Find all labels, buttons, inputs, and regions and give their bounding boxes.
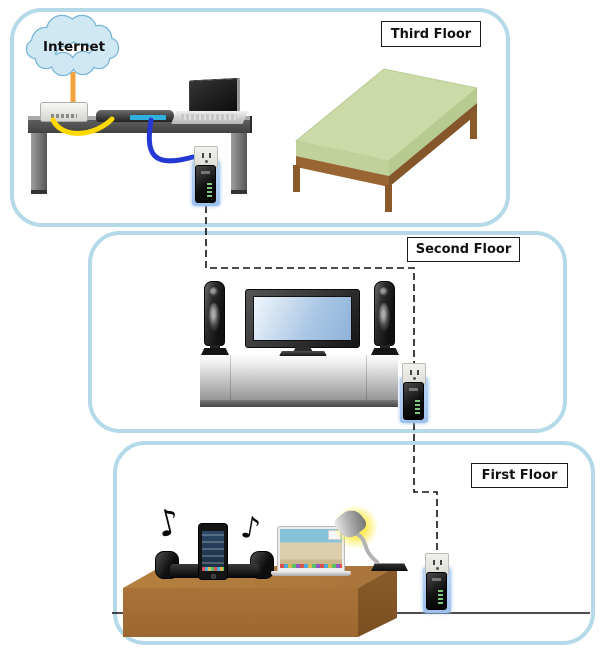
speaker-tweeter [209,287,219,297]
outlet-slot [410,370,412,375]
first-floor-label: First Floor [471,463,568,488]
console-plinth [200,400,398,407]
flat-screen-tv [245,289,360,348]
laptop-base-first-floor [271,571,351,576]
outlet-ground-hole [205,160,208,163]
outlet-ground-hole [413,377,416,380]
first-floor-panel [113,441,595,645]
third-floor-label: Third Floor [381,21,481,47]
powerline-adapter-third-floor [192,146,220,208]
adapter-logo [201,171,210,174]
iphone-app-dock [202,567,224,571]
office-desk-leg-right [231,133,247,194]
speaker-base [201,348,229,355]
second-floor-label: Second Floor [407,237,520,262]
media-console [200,355,398,407]
powerline-adapter-second-floor [400,363,428,425]
modem-vents [51,114,77,118]
desk-lamp-base [371,563,408,571]
tower-speaker-left [201,281,229,355]
iphone-on-dock [198,523,228,580]
speaker-woofer [378,303,390,331]
outlet-slot [209,153,211,158]
speaker-woofer [208,303,220,331]
iphone-screen [202,531,224,571]
adapter-logo [432,578,441,581]
adapter-status-leds [207,183,212,197]
iphone-home-button [211,574,216,579]
adapter-body [403,382,424,420]
console-seam [366,355,367,400]
speaker-tweeter [379,287,389,297]
speaker-base [371,348,399,355]
adapter-logo [409,388,418,391]
office-desk-leg-left [31,133,47,194]
tv-screen [253,296,352,341]
adapter-status-leds [438,590,443,604]
tower-speaker-right [371,281,399,355]
third-floor-label-text: Third Floor [390,26,472,42]
outlet-slot [440,560,442,565]
laptop-keyboard [181,114,237,120]
console-seam [230,355,231,400]
wireless-router [96,110,174,122]
outlet-slot [417,370,419,375]
wooden-desk-front [123,588,358,637]
laptop-app-dock [280,564,342,568]
adapter-body [426,572,447,610]
router-ports [130,115,166,120]
outlet-ground-hole [436,567,439,570]
laptop-base-third-floor [171,111,248,124]
powerline-adapter-first-floor [423,553,451,615]
adapter-status-leds [415,400,420,414]
second-floor-label-text: Second Floor [415,242,512,257]
tv-stand-base [279,351,327,356]
first-floor-label-text: First Floor [481,468,558,483]
adapter-body [195,165,216,203]
laptop-screen-third-floor [189,77,240,116]
outlet-slot [433,560,435,565]
outlet-slot [202,153,204,158]
modem [40,102,88,122]
